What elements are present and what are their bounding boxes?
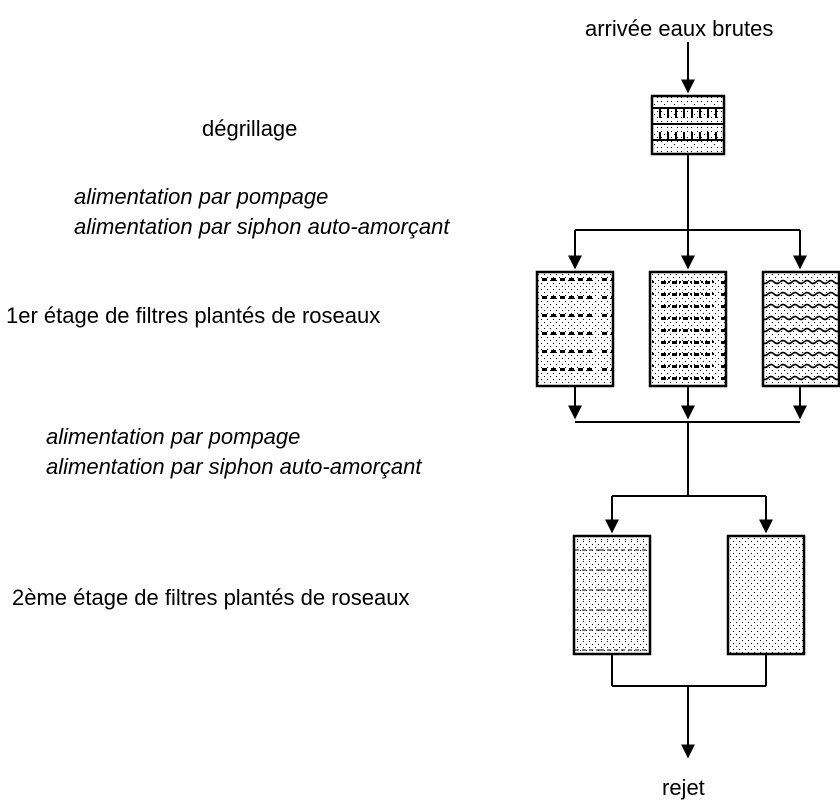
screening-unit	[650, 94, 726, 156]
stage2-label: 2ème étage de filtres plantés de roseaux	[12, 585, 410, 610]
stage1-filter-1	[535, 270, 615, 388]
inflow-label: arrivée eaux brutes	[585, 16, 774, 41]
stage2-filter-1	[572, 534, 652, 656]
stage1-feed-label-1: alimentation par pompage	[74, 184, 329, 209]
outflow-label: rejet	[662, 775, 705, 800]
stage1-filter-3	[761, 270, 840, 388]
stage1-label: 1er étage de filtres plantés de roseaux	[6, 303, 381, 328]
stage1-filter-2	[648, 270, 728, 388]
stage2-feed-label-1: alimentation par pompage	[46, 424, 301, 449]
stage1-feed-label-2: alimentation par siphon auto-amorçant	[74, 214, 450, 239]
stage2-filter-2	[726, 534, 806, 656]
screening-label: dégrillage	[202, 116, 298, 141]
stage2-feed-label-2: alimentation par siphon auto-amorçant	[46, 454, 422, 479]
